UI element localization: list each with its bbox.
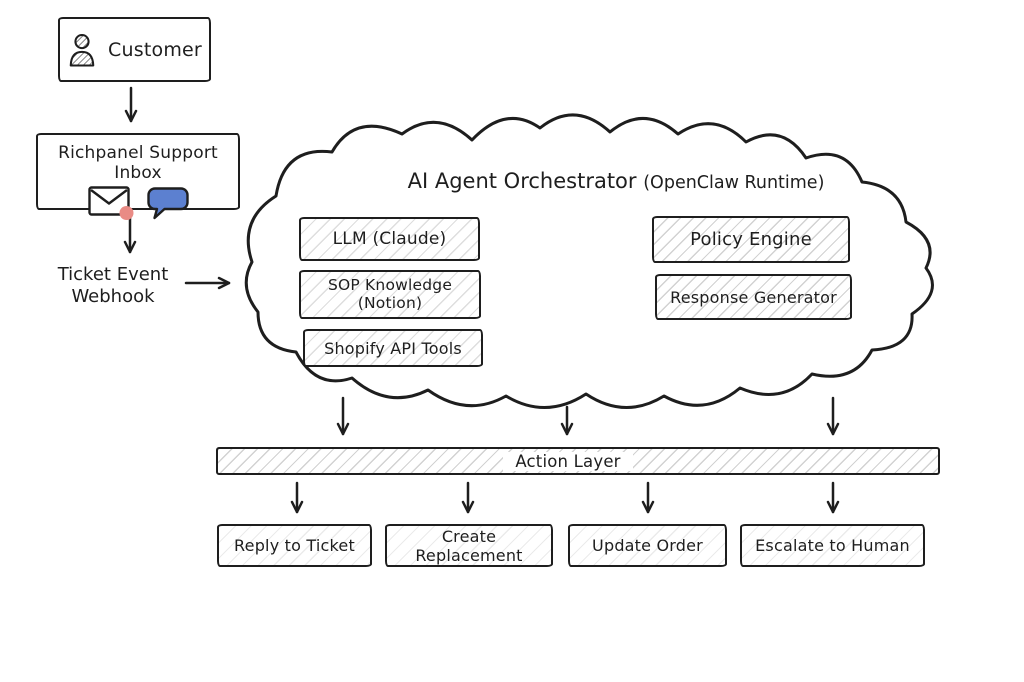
component-response-label: Response Generator — [670, 287, 837, 307]
component-sop-sublabel: (Notion) — [357, 293, 423, 312]
customer-icon — [69, 33, 95, 66]
notification-dot-icon — [119, 206, 133, 220]
webhook-label-line2: Webhook — [71, 285, 155, 307]
component-response-generator: Response Generator — [655, 274, 852, 320]
inbox-box: Richpanel Support Inbox — [36, 133, 240, 220]
component-sop-knowledge: SOP Knowledge (Notion) — [299, 270, 481, 319]
email-icon — [87, 186, 133, 220]
component-policy-engine: Policy Engine — [652, 216, 850, 263]
webhook-label-line1: Ticket Event — [57, 264, 169, 285]
action-escalate-to-human: Escalate to Human — [740, 524, 925, 567]
action-create-replacement: Create Replacement — [385, 524, 553, 567]
action-update-order: Update Order — [568, 524, 727, 567]
action-escalate-label: Escalate to Human — [755, 536, 910, 555]
component-policy-label: Policy Engine — [690, 229, 812, 250]
customer-label: Customer — [108, 38, 202, 61]
action-layer-bar: Action Layer — [216, 447, 940, 475]
component-shopify-api-tools: Shopify API Tools — [303, 329, 483, 367]
orchestrator-title-runtime: (OpenClaw Runtime) — [643, 173, 825, 193]
customer-box: Customer — [58, 17, 211, 82]
orchestrator-title-main: AI Agent Orchestrator — [407, 169, 637, 193]
action-create-label: Create Replacement — [415, 526, 523, 565]
webhook-label: Ticket Event Webhook — [30, 264, 196, 307]
chat-bubble-icon — [146, 187, 189, 220]
action-layer-label: Action Layer — [503, 451, 633, 471]
component-llm-label: LLM (Claude) — [332, 229, 447, 249]
inbox-label: Richpanel Support Inbox — [58, 143, 218, 183]
inbox-icons — [87, 186, 189, 221]
component-sop-label: SOP Knowledge — [327, 275, 453, 294]
action-reply-to-ticket: Reply to Ticket — [217, 524, 372, 567]
action-reply-label: Reply to Ticket — [234, 536, 355, 555]
component-llm: LLM (Claude) — [299, 217, 480, 261]
action-update-label: Update Order — [592, 536, 703, 555]
component-shopify-label: Shopify API Tools — [324, 338, 462, 358]
orchestrator-title: AI Agent Orchestrator (OpenClaw Runtime) — [390, 169, 842, 193]
